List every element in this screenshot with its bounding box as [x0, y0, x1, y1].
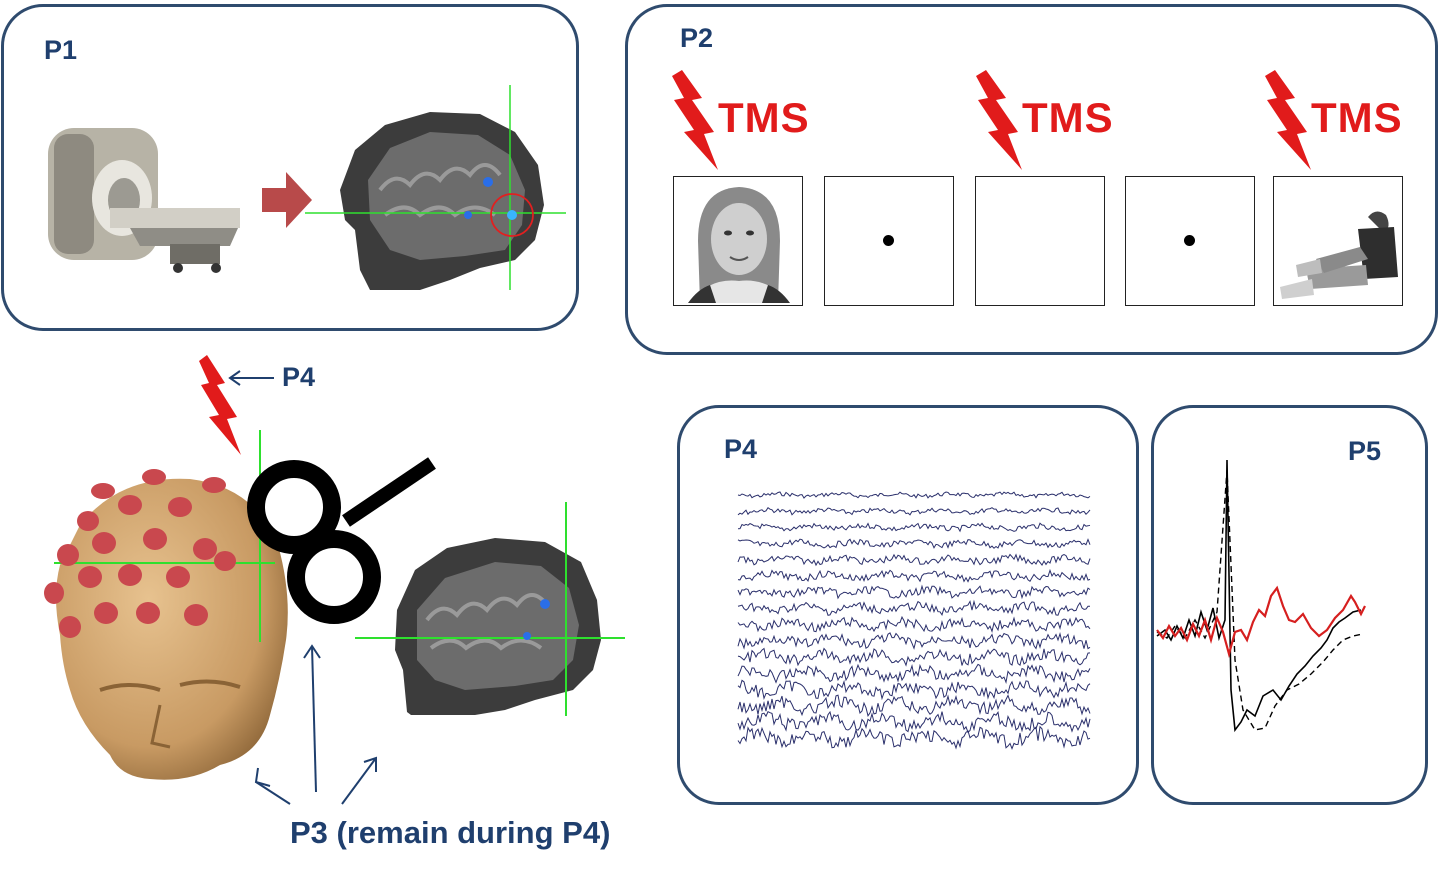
p3-caption: P3 (remain during P4) [290, 815, 610, 851]
eeg-channel-trace [738, 508, 1090, 515]
eeg-channel-trace [738, 727, 1090, 749]
mep-trace-black-dashed [1157, 470, 1363, 730]
eeg-channel-trace [738, 570, 1090, 581]
stimulus-face [673, 176, 803, 306]
pointer-arrow-icon [226, 368, 276, 388]
stimulus-body [1273, 176, 1403, 306]
pointer-arrows-icon [250, 640, 390, 810]
eeg-channel-trace [738, 523, 1090, 531]
tms-label-1: TMS [718, 94, 810, 142]
eeg-channel-trace [738, 664, 1090, 682]
eeg-channel-trace [738, 712, 1090, 733]
stimulus-fixation-2 [1125, 176, 1255, 306]
eeg-channel-trace [738, 492, 1090, 498]
panel-label-p4: P4 [724, 434, 757, 465]
panel-label-p2: P2 [680, 23, 713, 54]
body-photo-icon [1276, 207, 1402, 303]
mep-waveform-plot [1155, 460, 1370, 740]
eeg-channel-trace [738, 539, 1090, 548]
eeg-channel-trace [738, 586, 1090, 598]
brain-mri-slice-icon [300, 80, 570, 290]
stimulus-blank [975, 176, 1105, 306]
eeg-channel-trace [738, 680, 1090, 698]
eeg-channel-trace [738, 602, 1090, 616]
mri-scanner-icon [40, 120, 250, 280]
pointer-label-p4: P4 [282, 362, 315, 393]
fixation-dot [1184, 235, 1195, 246]
eeg-channel-trace [738, 633, 1090, 649]
eeg-traces [738, 485, 1090, 750]
stimulus-fixation-1 [824, 176, 954, 306]
eeg-channel-trace [738, 617, 1090, 632]
lightning-bolt-icon [976, 70, 1024, 170]
face-photo-icon [680, 181, 798, 303]
lightning-bolt-icon [1265, 70, 1313, 170]
tms-label-2: TMS [1022, 94, 1114, 142]
tms-label-3: TMS [1311, 94, 1403, 142]
eeg-channel-trace [738, 649, 1090, 666]
eeg-channel-trace [738, 695, 1090, 716]
fixation-dot [883, 235, 894, 246]
mep-trace-black-solid [1157, 460, 1361, 730]
brain-mri-slice-icon [355, 500, 627, 718]
eeg-channel-trace [738, 555, 1090, 566]
lightning-bolt-icon [672, 70, 720, 170]
panel-label-p1: P1 [44, 35, 77, 66]
